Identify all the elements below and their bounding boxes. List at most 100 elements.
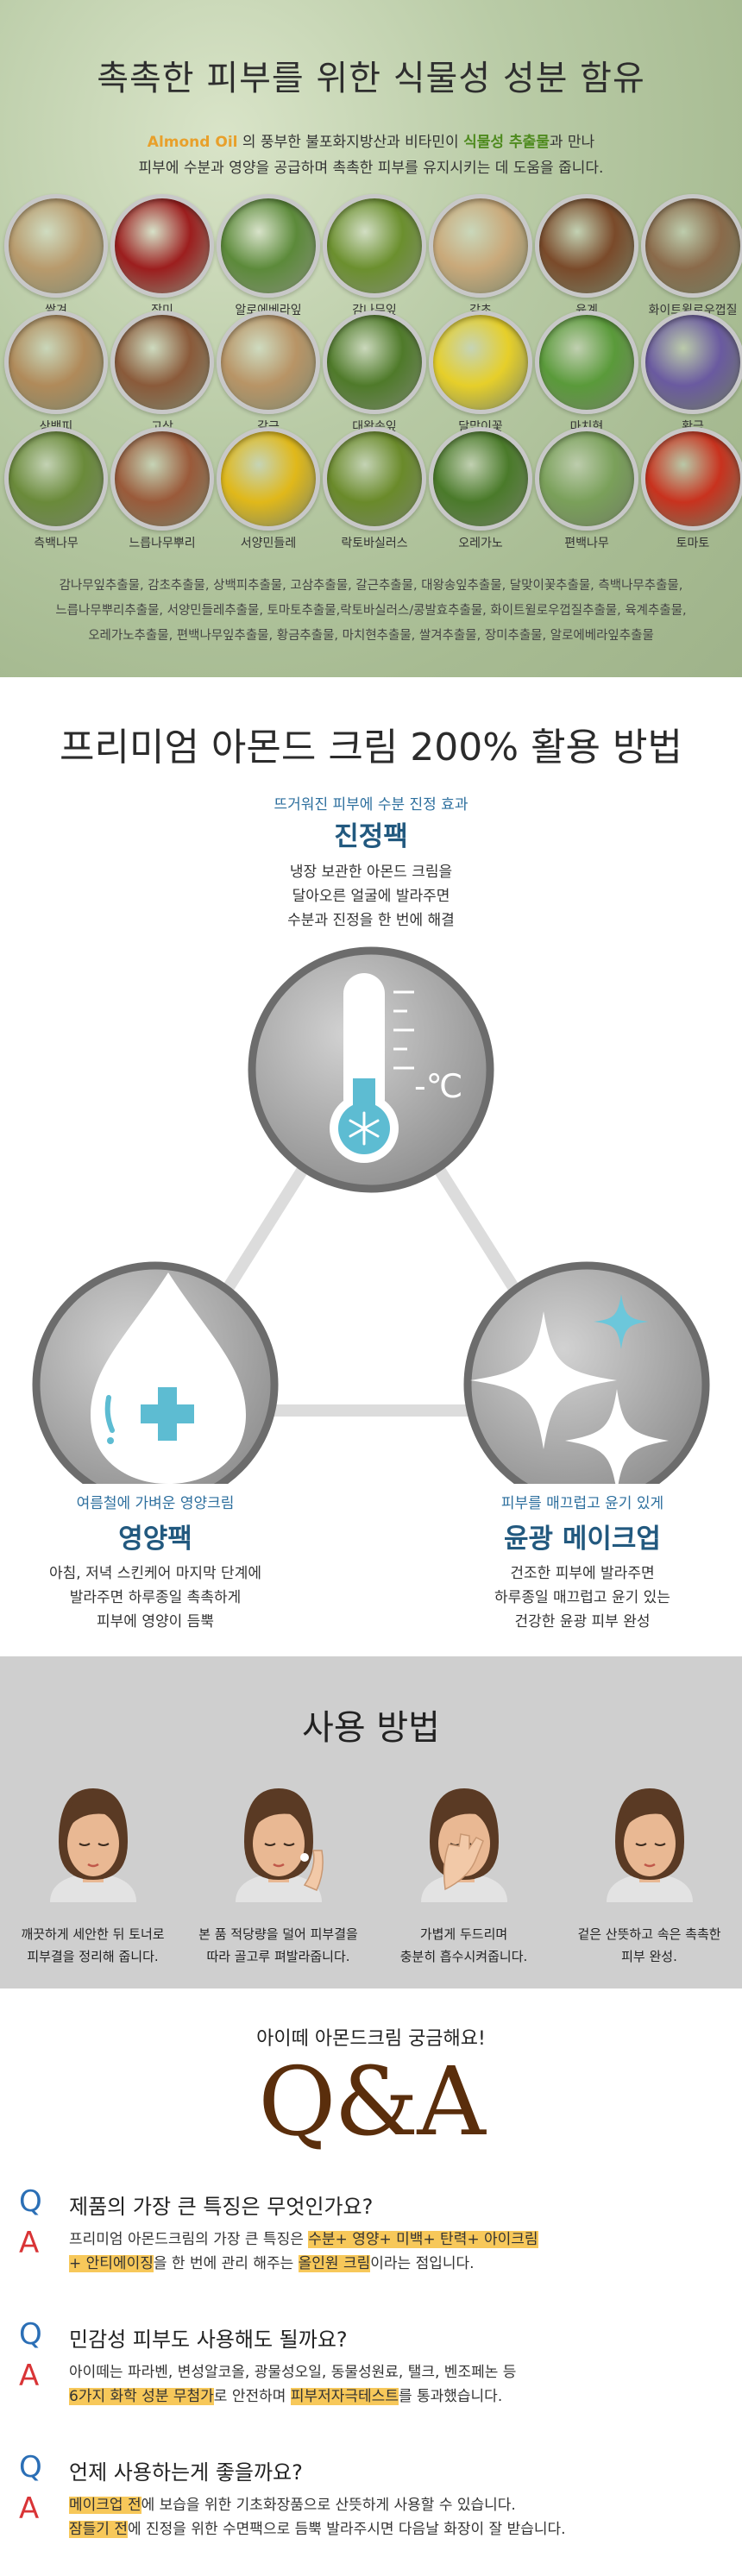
ingredient-item: 서양민들레 — [217, 427, 320, 551]
step-line: 따라 골고루 펴발라줍니다. — [206, 1949, 350, 1964]
ingredient-list-line: 감나무잎추출물, 감초추출물, 상백피추출물, 고삼추출물, 갈근추출물, 대왕… — [59, 579, 683, 593]
ingredient-item: 락토바실러스 — [323, 427, 426, 551]
usage-diagram: -℃ — [32, 946, 710, 1484]
answer-span: 을 한 번에 관리 해주는 — [153, 2255, 299, 2272]
face-illustration-icon — [49, 1788, 136, 1902]
ingredients-section: 촉촉한 피부를 위한 식물성 성분 함유 Almond Oil 의 풍부한 불포… — [0, 0, 742, 677]
connector-triangle — [140, 1049, 602, 1417]
ingredient-item: 장미 — [110, 194, 214, 318]
ingredient-item: 달맞이꽃 — [429, 311, 532, 435]
ingredient-label: 토마토 — [676, 537, 710, 550]
face-illustration-icon — [235, 1788, 324, 1902]
ingredient-item: 감나무잎 — [323, 194, 426, 318]
step-line: 겉은 산뜻하고 속은 촉촉한 — [577, 1926, 721, 1942]
ingredient-image — [641, 311, 742, 414]
drop-icon — [91, 1272, 246, 1484]
ingredient-image — [110, 311, 214, 414]
ingredients-title: 촉촉한 피부를 위한 식물성 성분 함유 — [97, 59, 645, 98]
glow-makeup-body: 건조한 피부에 발라주면 하루종일 매끄럽고 윤기 있는 건강한 윤광 피부 완… — [440, 1561, 725, 1634]
answer-highlight: 피부저자극테스트 — [290, 2388, 399, 2405]
desc-text: 피부에 수분과 영양을 공급하며 촉촉한 피부를 유지시키는 데 도움을 줍니다… — [138, 160, 604, 177]
ingredient-image — [217, 311, 320, 414]
body-line: 발라주면 하루종일 촉촉하게 — [69, 1589, 242, 1606]
ingredient-image — [323, 311, 426, 414]
answer-mark: A — [19, 2226, 40, 2260]
ingredient-item: 고삼 — [110, 311, 214, 435]
ingredient-label: 편백나무 — [564, 537, 609, 550]
ingredient-label: 오레가노 — [458, 537, 503, 550]
nutrition-pack-subtitle: 여름철에 가벼운 영양크림 — [76, 1495, 235, 1512]
desc-text: 의 풍부한 불포화지방산과 비타민이 — [237, 134, 464, 151]
glow-makeup-subtitle: 피부를 매끄럽고 윤기 있게 — [500, 1495, 664, 1512]
ingredient-image — [217, 427, 320, 531]
cooling-pack-subtitle: 뜨거워진 피부에 수분 진정 효과 — [274, 796, 468, 814]
question-text: 언제 사용하는게 좋을까요? — [69, 2460, 303, 2485]
answer-highlight: 수분+ 영양+ 미백+ 탄력+ 아이크림 — [308, 2231, 538, 2248]
answer-highlight: 6가지 화학 성분 무첨가 — [69, 2388, 214, 2405]
ingredient-image — [110, 427, 214, 531]
ingredient-image — [217, 194, 320, 298]
step-line: 피부결을 정리해 줍니다. — [27, 1949, 159, 1964]
almond-oil-label: Almond Oil — [147, 134, 238, 151]
ingredient-item: 오레가노 — [429, 427, 532, 551]
ingredient-item: 쌀겨 — [4, 194, 108, 318]
qa-header: 아이떼 아몬드크림 궁금해요! — [256, 2028, 486, 2050]
ingredient-item: 마치현 — [535, 311, 638, 435]
sparkle-icon — [470, 1311, 617, 1449]
answer-mark: A — [19, 2491, 40, 2526]
answer-span: 에 진정을 위한 수면팩으로 듬뿍 발라주시면 다음날 화장이 잘 받습니다. — [127, 2521, 566, 2538]
ingredient-item: 측백나무 — [4, 427, 108, 551]
cooling-pack-body: 냉장 보관한 아몬드 크림을 달아오른 얼굴에 발라주면 수분과 진정을 한 번… — [155, 860, 587, 933]
sparkle-icon — [594, 1294, 649, 1349]
desc-text: 과 만나 — [549, 134, 595, 151]
ingredient-item: 느릅나무뿌리 — [110, 427, 214, 551]
answer-text: 아이떼는 파라벤, 변성알코올, 광물성오일, 동물성원료, 탤크, 벤조페논 … — [69, 2360, 726, 2409]
step-line: 피부 완성. — [621, 1949, 677, 1964]
thermometer-icon — [330, 973, 414, 1163]
how-to-use-title: 사용 방법 — [302, 1708, 440, 1748]
answer-span: 아이떼는 파라벤, 변성알코올, 광물성오일, 동물성원료, 탤크, 벤조페논 … — [69, 2364, 517, 2381]
body-line: 달아오른 얼굴에 발라주면 — [292, 888, 450, 905]
step-line: 깨끗하게 세안한 뒤 토너로 — [21, 1926, 165, 1942]
nutrition-pack-body: 아침, 저녁 스킨케어 마지막 단계에 발라주면 하루종일 촉촉하게 피부에 영… — [9, 1561, 302, 1634]
ingredient-item: 토마토 — [641, 427, 742, 551]
ingredient-label: 측백나무 — [34, 537, 79, 550]
glow-makeup-title: 윤광 메이크업 — [504, 1524, 661, 1555]
ingredient-item: 황금 — [641, 311, 742, 435]
question-mark: Q — [19, 2184, 42, 2219]
step-line: 충분히 흡수시켜줍니다. — [399, 1949, 528, 1964]
step-line: 본 품 적당량을 덜어 피부결을 — [198, 1926, 358, 1942]
snowflake-icon — [349, 1111, 380, 1146]
ingredient-item: 편백나무 — [535, 427, 638, 551]
body-line: 수분과 진정을 한 번에 해결 — [287, 912, 455, 929]
ingredient-label: 락토바실러스 — [341, 537, 408, 550]
ingredient-image — [4, 311, 108, 414]
step-line: 가볍게 두드리며 — [419, 1926, 508, 1942]
cooling-pack-title: 진정팩 — [334, 821, 408, 852]
uses-title: 프리미엄 아몬드 크림 200% 활용 방법 — [60, 726, 682, 770]
ingredient-image — [641, 194, 742, 298]
ingredient-item: 대왕송잎 — [323, 311, 426, 435]
ingredient-image — [535, 194, 638, 298]
ingredient-image — [429, 427, 532, 531]
body-line: 하루종일 매끄럽고 윤기 있는 — [494, 1589, 670, 1606]
plus-icon — [141, 1387, 194, 1441]
qa-big-title: Q&A — [258, 2046, 486, 2157]
ingredient-label: 느릅나무뿌리 — [129, 537, 196, 550]
face-illustration-icon — [606, 1788, 693, 1902]
answer-highlight: 잠들기 전 — [69, 2521, 128, 2538]
question-text: 제품의 가장 큰 특징은 무엇인가요? — [69, 2195, 374, 2219]
answer-span: 로 안전하며 — [213, 2388, 291, 2405]
ingredient-label: 서양민들레 — [240, 537, 297, 550]
